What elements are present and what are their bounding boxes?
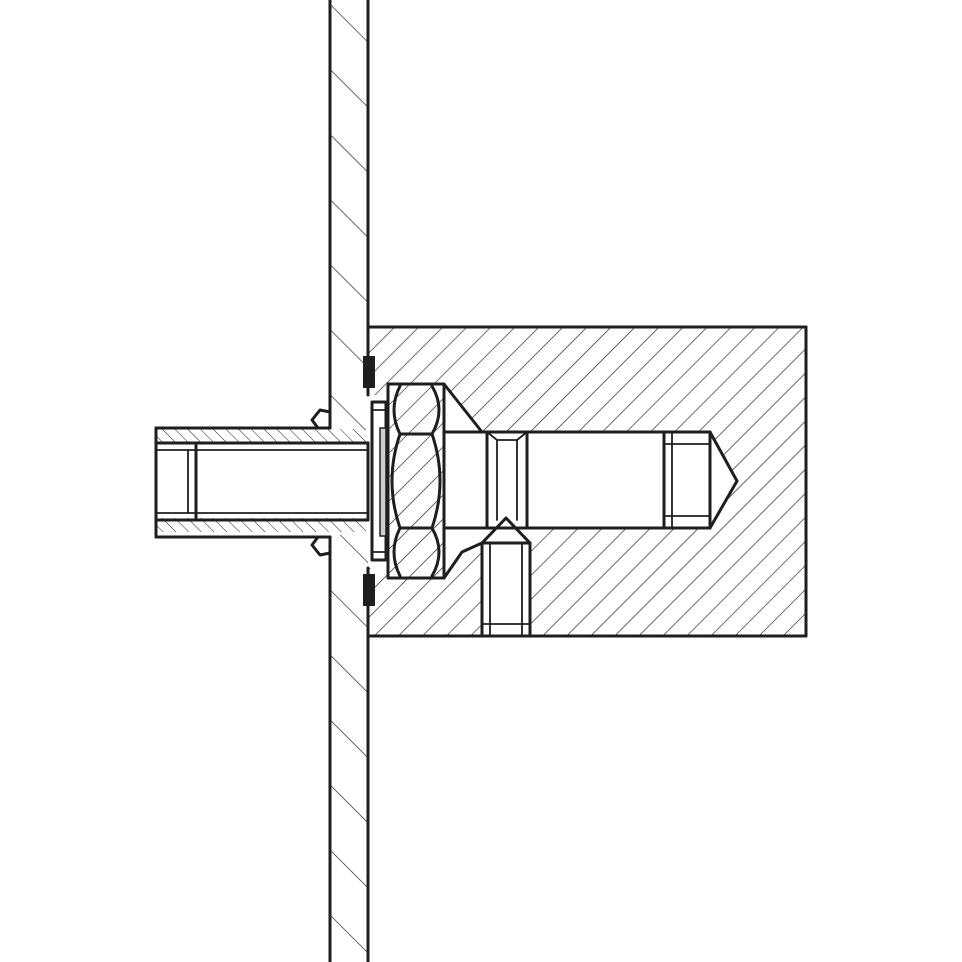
threaded-sleeve [154, 408, 370, 557]
wall-panel [328, 0, 370, 962]
hex-nut [386, 382, 484, 580]
threaded-stud [442, 430, 739, 530]
rubber-gasket [363, 356, 375, 606]
mounting-block [366, 325, 808, 638]
grub-screw [480, 516, 532, 638]
washer [370, 400, 388, 562]
